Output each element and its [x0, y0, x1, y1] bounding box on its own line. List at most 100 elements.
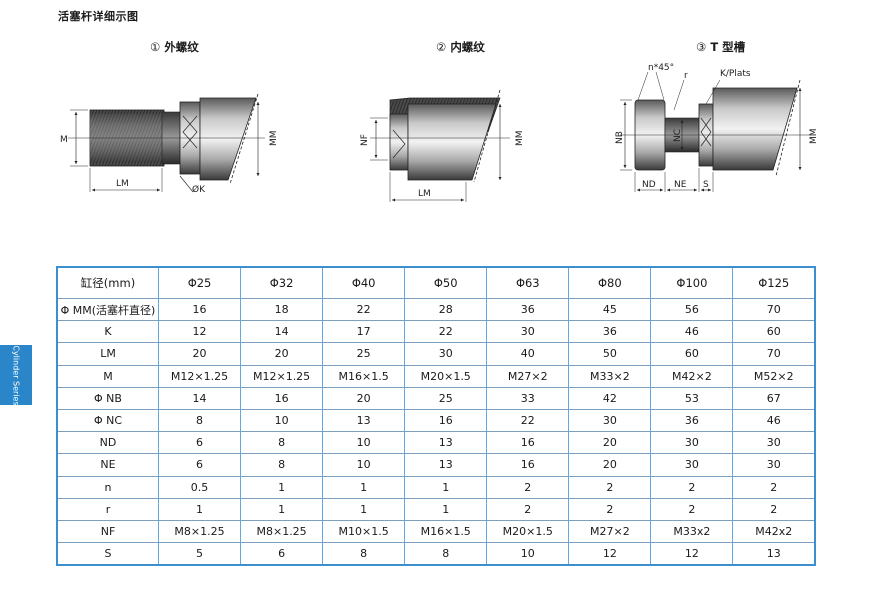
dim-label-mm: MM: [809, 128, 819, 144]
table-cell: 56: [650, 297, 734, 322]
table-cell: 1: [404, 475, 488, 499]
table-cell: 16: [240, 386, 324, 410]
table-row-label: Φ NB: [56, 386, 159, 410]
figure-2-internal-thread-diagram: NF LM MM: [360, 89, 525, 202]
table-cell: 2: [650, 475, 734, 499]
table-cell: 36: [650, 408, 734, 433]
table-cell: M52×2: [732, 364, 816, 388]
table-cell: 22: [404, 320, 488, 344]
table-cell: 30: [404, 342, 488, 366]
dim-label-lm: LM: [418, 189, 431, 199]
rod-body: [199, 97, 257, 181]
table-row-label: NE: [56, 453, 159, 477]
table-cell: 50: [568, 342, 652, 366]
table-cell: 20: [568, 453, 652, 477]
figure-1-number: ①: [150, 40, 161, 54]
table-cell: M20×1.5: [404, 364, 488, 388]
table-cell: 1: [157, 497, 242, 521]
table-cell: 2: [568, 475, 652, 499]
table-cell: 40: [486, 342, 570, 366]
table-cell: 1: [240, 497, 324, 521]
table-cell: M27×2: [568, 519, 652, 544]
table-cell: 13: [732, 542, 816, 566]
side-tab: Cylinder Series: [0, 345, 32, 405]
table-cell: M33x2: [650, 519, 734, 544]
figure-3-t-slot-diagram: n*45° r K/Plats NB NC MM ND NE S: [615, 63, 819, 192]
table-header-cell: Φ125: [732, 266, 816, 299]
table-cell: M12×1.25: [157, 364, 242, 388]
dim-label-s: S: [703, 180, 709, 190]
table-cell: 16: [486, 431, 570, 455]
dim-label-n45: n*45°: [648, 63, 674, 73]
figure-2-number: ②: [436, 40, 447, 54]
table-cell: 1: [322, 497, 406, 521]
dim-label-r: r: [684, 71, 688, 81]
figure-3-number: ③: [696, 40, 707, 54]
table-cell: 28: [404, 297, 488, 322]
table-cell: 16: [157, 297, 242, 322]
dim-label-lm: LM: [116, 179, 129, 189]
table-cell: 53: [650, 386, 734, 410]
table-header-cell: Φ50: [404, 266, 488, 299]
table-cell: 14: [240, 320, 324, 344]
table-cell: 30: [732, 431, 816, 455]
table-cell: M12×1.25: [240, 364, 324, 388]
table-cell: 2: [650, 497, 734, 521]
table-cell: 33: [486, 386, 570, 410]
table-cell: 30: [732, 453, 816, 477]
table-cell: 30: [486, 320, 570, 344]
table-cell: 13: [322, 408, 406, 433]
dim-label-k: ØK: [192, 184, 206, 195]
table-cell: 46: [650, 320, 734, 344]
table-cell: 10: [322, 431, 406, 455]
table-row-label: r: [56, 497, 159, 521]
table-header-cell: 缸径(mm): [56, 266, 159, 299]
table-header-cell: Φ32: [240, 266, 324, 299]
table-cell: M27×2: [486, 364, 570, 388]
table-cell: M16×1.5: [322, 364, 406, 388]
table-cell: M8×1.25: [157, 519, 242, 544]
table-header-cell: Φ63: [486, 266, 570, 299]
table-cell: M8×1.25: [240, 519, 324, 544]
table-cell: 2: [732, 475, 816, 499]
table-cell: 1: [322, 475, 406, 499]
figure-1-external-thread-diagram: M LM ØK MM: [60, 93, 279, 195]
table-row-label: Φ MM(活塞杆直径): [56, 297, 159, 322]
table-cell: 25: [322, 342, 406, 366]
table-cell: M33×2: [568, 364, 652, 388]
table-row-label: ND: [56, 431, 159, 455]
table-cell: 67: [732, 386, 816, 410]
table-row-label: NF: [56, 519, 159, 544]
dim-label-mm: MM: [269, 130, 279, 146]
table-cell: 13: [404, 453, 488, 477]
page-title: 活塞杆详细示图: [58, 10, 139, 23]
table-cell: 6: [157, 453, 242, 477]
table-cell: 10: [322, 453, 406, 477]
table-cell: 46: [732, 408, 816, 433]
dim-label-nc: NC: [673, 129, 683, 142]
table-row-label: M: [56, 364, 159, 388]
table-cell: 12: [568, 542, 652, 566]
table-cell: 25: [404, 386, 488, 410]
table-cell: M16×1.5: [404, 519, 488, 544]
table-cell: 22: [322, 297, 406, 322]
dim-label-nd: ND: [642, 180, 656, 190]
table-cell: 20: [240, 342, 324, 366]
table-cell: 10: [240, 408, 324, 433]
dim-label-ne: NE: [674, 180, 687, 190]
table-cell: 8: [157, 408, 242, 433]
dim-label-kplats: K/Plats: [720, 69, 751, 79]
table-cell: 8: [404, 542, 488, 566]
table-cell: 2: [568, 497, 652, 521]
table-cell: 2: [486, 497, 570, 521]
table-cell: 45: [568, 297, 652, 322]
